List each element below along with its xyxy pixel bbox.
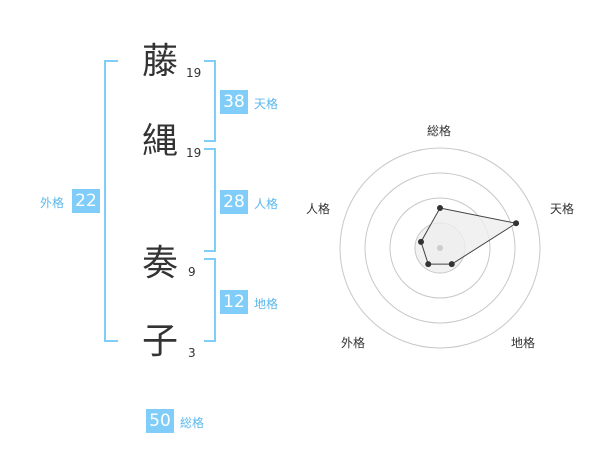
- name-char-3: 奏: [141, 243, 178, 284]
- name-char-4: 子: [141, 321, 178, 362]
- gaikaku-label: 外格: [40, 196, 65, 210]
- radar-area: [420, 207, 518, 265]
- chikaku-bracket: [204, 258, 216, 342]
- radar-axis-label-gaikaku: 外格: [341, 336, 366, 350]
- tenkaku-value: 38: [220, 90, 248, 114]
- radar-point-2: [448, 261, 455, 268]
- stroke-count-4: 3: [188, 346, 196, 360]
- radar-axis-label-tenkaku: 天格: [550, 202, 575, 216]
- radar-axis-label-soukaku: 総格: [427, 124, 452, 138]
- stroke-count-3: 9: [188, 265, 196, 279]
- tenkaku-bracket: [204, 60, 216, 142]
- gaikaku-value: 22: [72, 189, 100, 213]
- radar-point-3: [425, 261, 432, 268]
- radar-point-4: [417, 238, 424, 245]
- name-char-1: 藤: [141, 41, 178, 82]
- chikaku-label: 地格: [254, 297, 279, 311]
- stroke-count-2: 19: [186, 146, 202, 160]
- radar-point-1: [513, 220, 520, 227]
- stroke-count-1: 19: [186, 66, 202, 80]
- soukaku-value: 50: [146, 409, 174, 433]
- tenkaku-label: 天格: [254, 97, 279, 111]
- radar-ring: [339, 147, 541, 349]
- radar-axis-label-jinkaku: 人格: [306, 202, 331, 216]
- jinkaku-label: 人格: [254, 197, 279, 211]
- radar-center: [437, 245, 443, 251]
- radar-axis-label-chikaku: 地格: [511, 336, 536, 350]
- soukaku-label: 総格: [180, 416, 205, 430]
- jinkaku-value: 28: [220, 190, 248, 214]
- chikaku-value: 12: [220, 290, 248, 314]
- radar-ring: [389, 197, 491, 299]
- radar-point-0: [437, 205, 443, 211]
- radar-ring: [364, 172, 516, 324]
- jinkaku-bracket: [204, 148, 216, 252]
- gaikaku-bracket: [104, 60, 118, 342]
- name-char-2: 縄: [141, 121, 178, 162]
